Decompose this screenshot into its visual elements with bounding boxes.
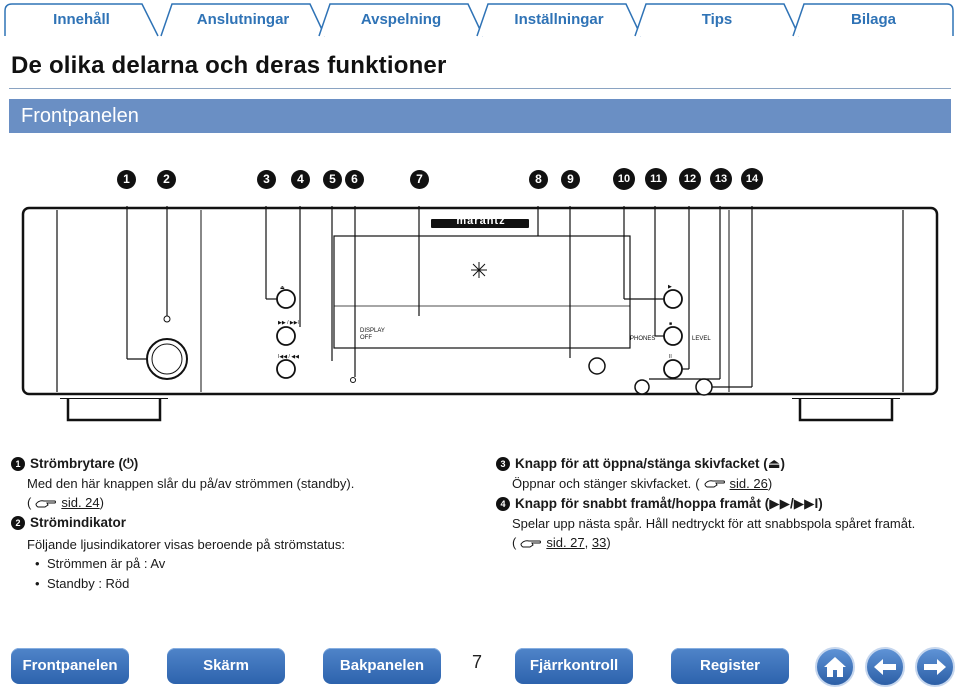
tab-tips[interactable]: Tips: [634, 3, 800, 37]
page-link[interactable]: sid. 27: [546, 535, 585, 550]
item-1: 1 Strömbrytare (⏻) Med den här knappen sl…: [11, 454, 471, 513]
footer-button-skarm[interactable]: Skärm: [167, 648, 285, 684]
tab-label: Bilaga: [850, 11, 896, 28]
footer-button-frontpanelen[interactable]: Frontpanelen: [11, 648, 129, 684]
ref-separator: ,: [584, 535, 592, 550]
top-tab-bar: Innehåll Anslutningar Avspelning Inställ…: [4, 3, 956, 37]
tab-label: Inställningar: [514, 11, 604, 28]
back-arrow-icon: [874, 659, 896, 675]
section-header: Frontpanelen: [9, 99, 951, 133]
item-2: 2 Strömindikator Följande ljusindikatorer…: [11, 513, 471, 593]
callout-1: 1: [117, 170, 136, 189]
tab-shape: [4, 3, 159, 37]
ref-open: (: [27, 495, 32, 510]
footer-button-register[interactable]: Register: [671, 648, 789, 684]
svg-text:▶▶ / ▶▶I: ▶▶ / ▶▶I: [278, 320, 299, 326]
svg-text:■: ■: [669, 321, 672, 327]
title-divider: [9, 88, 951, 89]
page-link[interactable]: 33: [591, 535, 607, 550]
tab-shape: [318, 3, 484, 37]
callout-8: 8: [529, 170, 548, 189]
item-4: 4 Knapp för snabbt framåt/hoppa framåt (▶…: [496, 494, 956, 553]
item-text: Följande ljusindikatorer visas beroende …: [27, 536, 345, 552]
callout-13: 13: [710, 168, 732, 190]
cd-player-front-panel: ⏏ ▶▶ / ▶▶I I◀◀ / ◀◀ ▶ ■ II: [21, 206, 939, 396]
item-3: 3 Knapp för att öppna/stänga skivfacket (…: [496, 454, 956, 493]
svg-text:⏏: ⏏: [280, 285, 285, 291]
page-link[interactable]: sid. 24: [61, 495, 100, 510]
item-title: Knapp för snabbt framåt/hoppa framåt (▶▶…: [515, 496, 823, 511]
item-title: Strömbrytare (⏻): [30, 456, 139, 471]
callout-2: 2: [157, 170, 176, 189]
reference-hand-icon: [35, 500, 57, 508]
footer-button-fjarrkontroll[interactable]: Fjärrkontroll: [515, 648, 633, 684]
tab-avspelning[interactable]: Avspelning: [318, 3, 484, 37]
level-label: LEVEL: [692, 336, 711, 342]
callout-10: 10: [613, 168, 635, 190]
tab-label: Avspelning: [360, 11, 442, 28]
back-button[interactable]: [865, 647, 905, 687]
item-text-with-reference: Öppnar och stänger skivfacket. ( sid. 26…: [496, 474, 772, 494]
svg-text:II: II: [669, 354, 672, 360]
tab-shape: [634, 3, 800, 37]
callout-4: 4: [291, 170, 310, 189]
tab-label: Innehåll: [53, 11, 110, 28]
list-item: Standby : Röd: [35, 574, 471, 594]
forward-arrow-icon: [924, 659, 946, 675]
status-list: Strömmen är på : Av Standby : Röd: [11, 554, 471, 593]
item-title: Knapp för att öppna/stänga skivfacket (⏏…: [515, 456, 786, 471]
reference-hand-icon: [704, 480, 725, 488]
tab-label: Tips: [701, 11, 733, 28]
callout-6: 6: [345, 170, 364, 189]
tab-anslutningar[interactable]: Anslutningar: [160, 3, 326, 37]
page-link[interactable]: sid. 26: [729, 475, 768, 491]
tab-bilaga[interactable]: Bilaga: [792, 3, 955, 37]
callout-3: 3: [257, 170, 276, 189]
ref-open: (: [512, 535, 517, 550]
page-title: De olika delarna och deras funktioner: [11, 52, 447, 79]
callout-5: 5: [323, 170, 342, 189]
item-number: 2: [11, 515, 25, 530]
tab-label: Anslutningar: [196, 11, 290, 28]
footer-button-bakpanelen[interactable]: Bakpanelen: [323, 648, 441, 684]
item-text: Med den här knappen slår du på/av strömm…: [27, 475, 355, 491]
tab-innehall[interactable]: Innehåll: [4, 3, 159, 37]
page-reference: ( sid. 27 , 33 ): [496, 533, 611, 553]
svg-text:▶: ▶: [668, 284, 672, 290]
callout-14: 14: [741, 168, 763, 190]
callout-12: 12: [679, 168, 701, 190]
phones-label: PHONES: [630, 336, 656, 342]
page-number: 7: [472, 652, 483, 672]
ref-open: (: [695, 475, 700, 491]
home-button[interactable]: [815, 647, 855, 687]
callout-7: 7: [410, 170, 429, 189]
item-title: Strömindikator: [30, 515, 127, 530]
tab-shape: [792, 3, 954, 37]
section-title: Frontpanelen: [21, 105, 139, 127]
item-number: 1: [11, 456, 25, 471]
page-reference: ( sid. 24 ): [11, 493, 104, 513]
brand-wordmark: marantz: [456, 215, 506, 227]
item-text: Öppnar och stänger skivfacket.: [512, 475, 692, 491]
front-panel-diagram: 1 2 3 4 5 6 7 8 9 10 11 12 13 14: [0, 160, 960, 430]
ref-close: ): [99, 495, 104, 510]
reference-hand-icon: [520, 540, 542, 548]
item-number: 4: [496, 496, 510, 511]
svg-text:I◀◀ / ◀◀: I◀◀ / ◀◀: [278, 354, 299, 360]
display-off-label: DISPLAY OFF: [360, 328, 385, 341]
tab-shape: [476, 3, 642, 37]
home-icon: [824, 657, 846, 677]
device-feet: [60, 398, 900, 422]
callout-11: 11: [645, 168, 667, 190]
item-text: Spelar upp nästa spår. Håll nedtryckt fö…: [512, 515, 916, 531]
ref-close: ): [606, 535, 611, 550]
ref-close: ): [767, 475, 773, 491]
forward-button[interactable]: [915, 647, 955, 687]
list-item: Strömmen är på : Av: [35, 554, 471, 574]
item-number: 3: [496, 456, 510, 471]
callout-9: 9: [561, 170, 580, 189]
tab-installningar[interactable]: Inställningar: [476, 3, 642, 37]
tab-shape: [160, 3, 326, 37]
